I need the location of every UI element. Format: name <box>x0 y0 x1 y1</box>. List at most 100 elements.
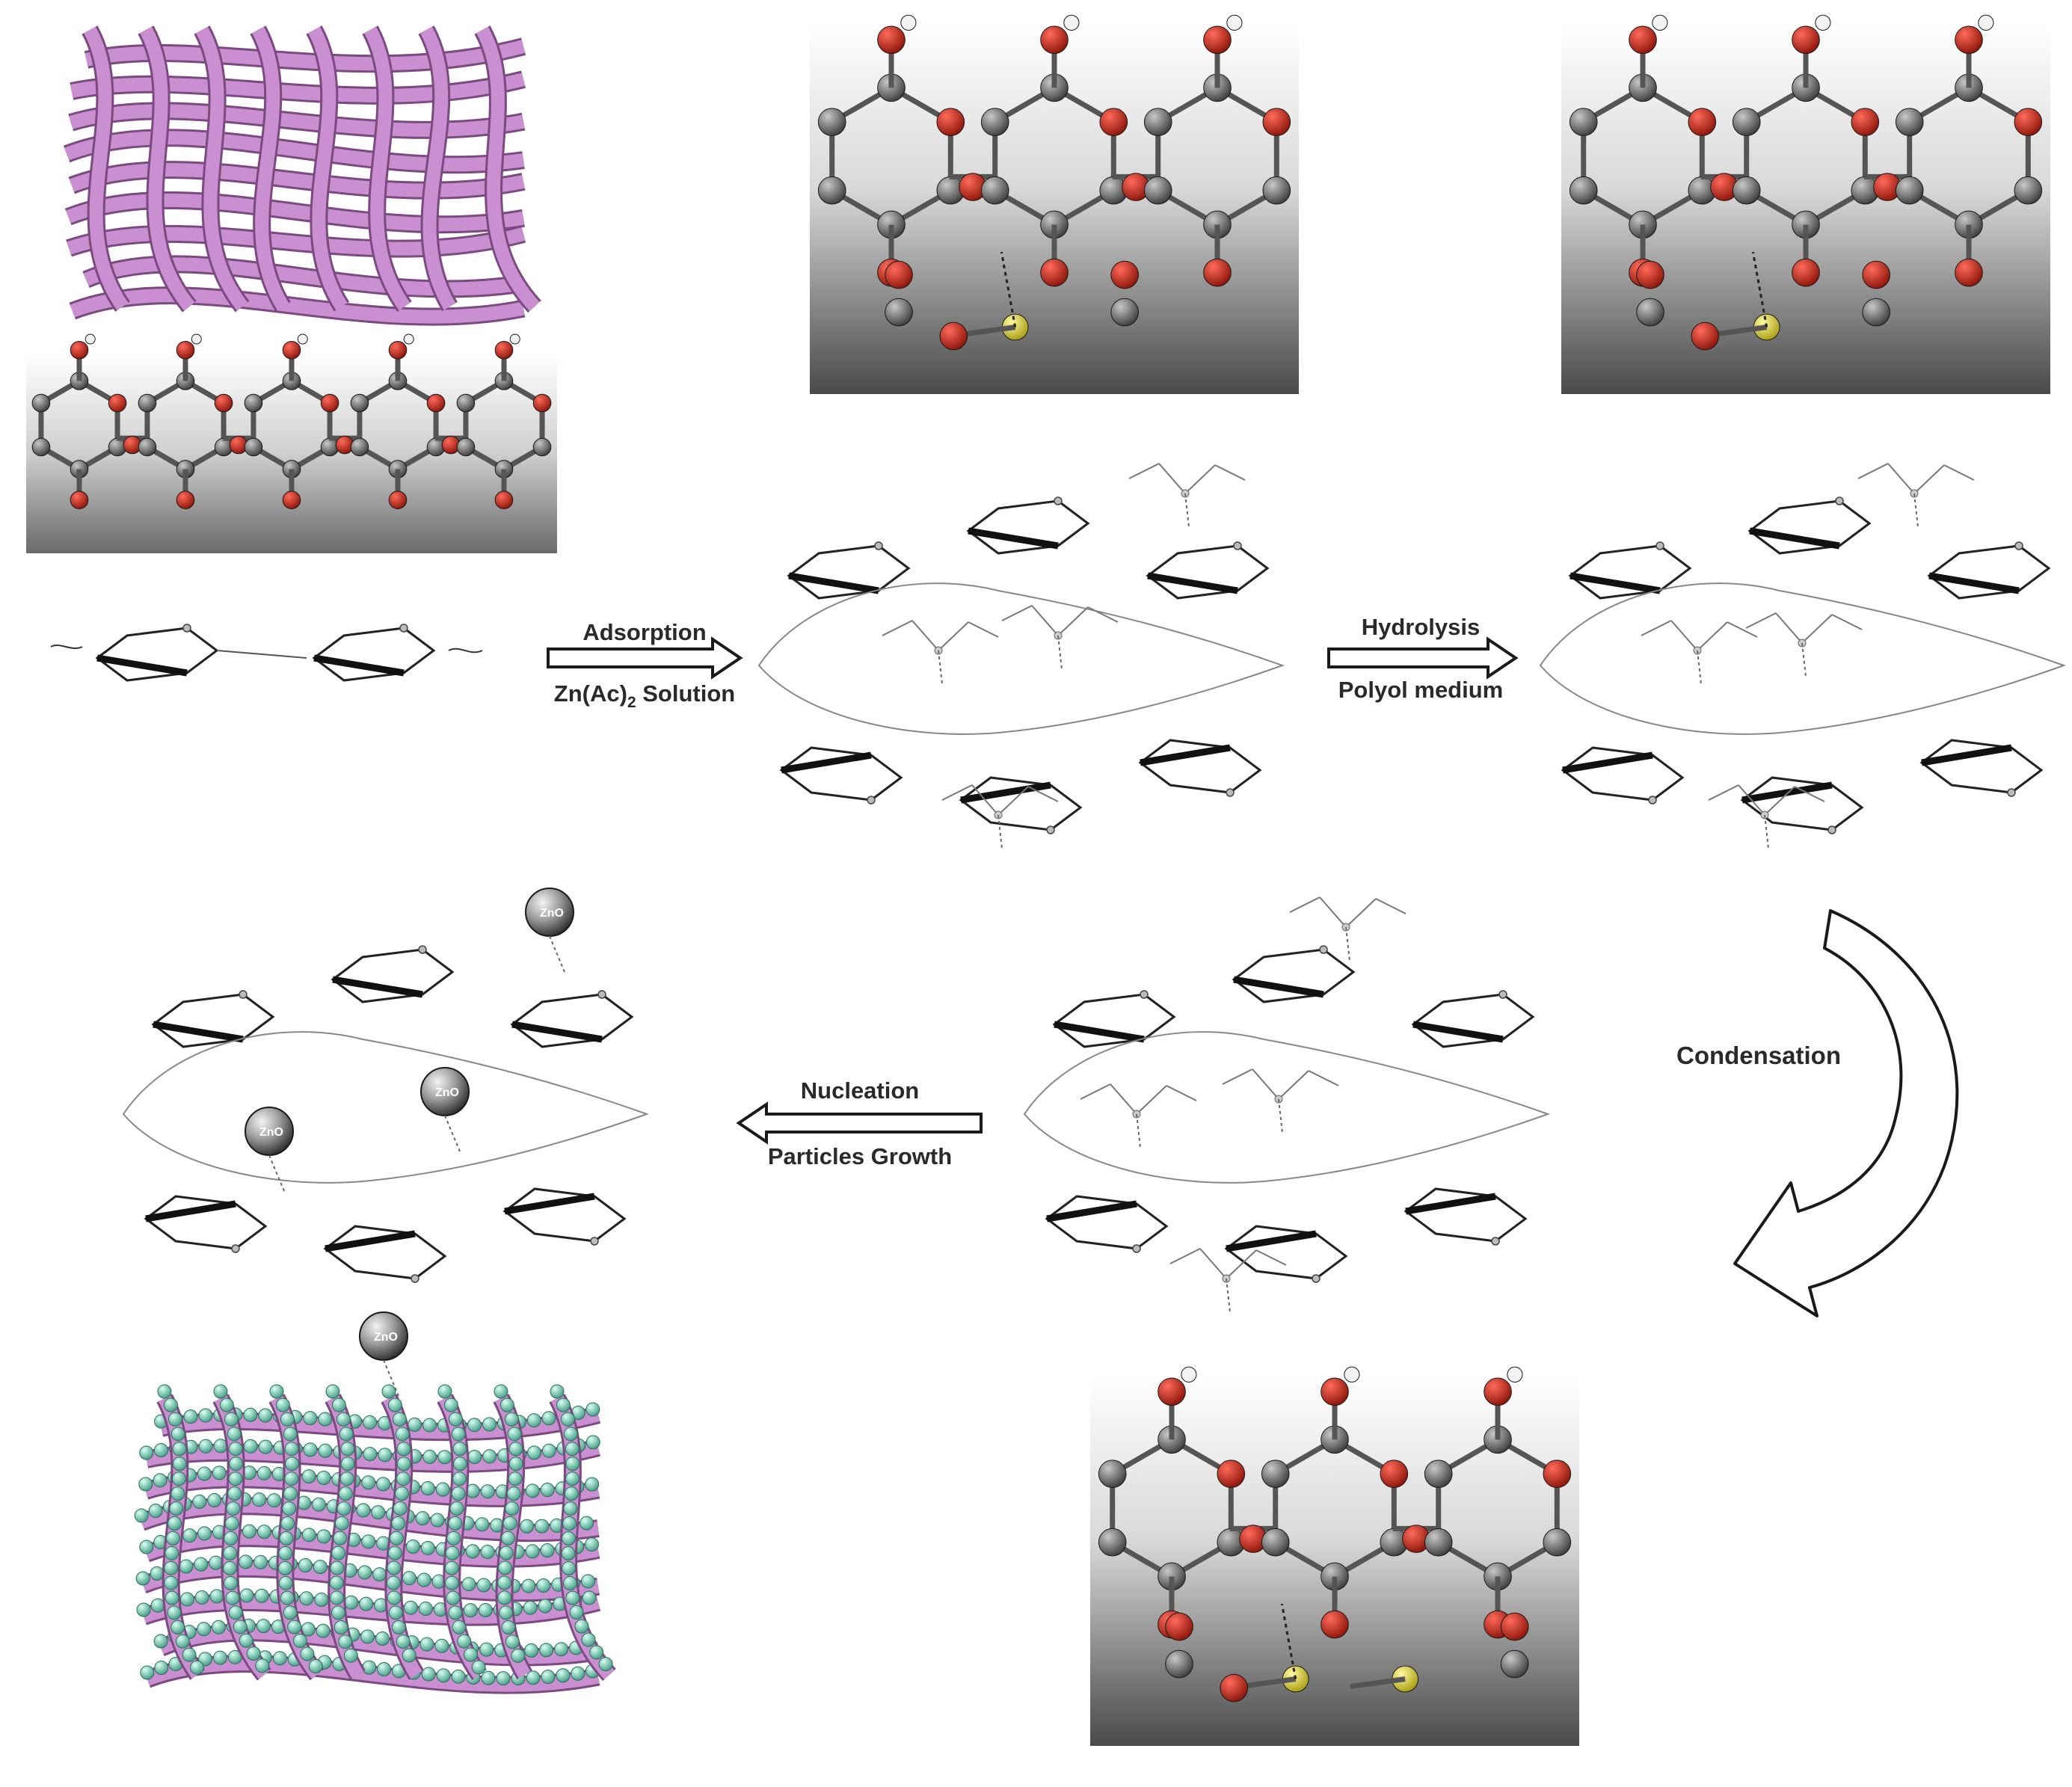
zno-bead <box>541 1411 556 1426</box>
polyol-medium-label: Polyol medium <box>1338 677 1503 703</box>
zno-bead <box>285 1457 300 1471</box>
zno-bead <box>223 1545 238 1560</box>
pyranose-ring <box>323 1225 447 1280</box>
zno-bead <box>392 1412 407 1427</box>
zno-bead <box>376 1477 391 1492</box>
zno-bead <box>556 1397 571 1412</box>
zno-bead <box>256 1465 271 1480</box>
ring-oxygen <box>1054 496 1063 505</box>
carbon-atom <box>1569 108 1598 136</box>
carbon-atom <box>138 393 157 413</box>
bond <box>959 325 1016 338</box>
zno-bead <box>538 1599 553 1614</box>
zno-bead <box>213 1384 228 1399</box>
acetate-ligand <box>1278 1070 1309 1100</box>
zno-bead <box>363 1415 378 1430</box>
zno-bead <box>536 1578 551 1593</box>
carbon-atom <box>1895 176 1924 205</box>
pyranose-ring <box>779 746 903 802</box>
ring-front-edge <box>1147 572 1238 594</box>
zno-bead <box>387 1590 402 1605</box>
zno-bead <box>481 1670 496 1685</box>
hydroxyl-oxygen <box>494 490 514 510</box>
zno-bead <box>494 1384 508 1399</box>
zno-bead <box>525 1544 540 1559</box>
fiber-strand <box>84 40 526 71</box>
zno-bead <box>451 1486 466 1501</box>
acetate-ligand <box>971 784 999 816</box>
hydrogen-bond-dash <box>1000 251 1017 327</box>
zno-bead <box>299 1591 314 1606</box>
coordination-dash <box>938 650 943 685</box>
hydroxyl-oxygen <box>70 340 89 360</box>
zno-bead <box>172 1442 187 1457</box>
zno-bead <box>194 1590 209 1605</box>
hydroxyl-oxygen <box>1203 25 1232 55</box>
zno-bead <box>569 1605 584 1620</box>
zno-bead <box>224 1575 239 1590</box>
ring-oxygen <box>1835 496 1844 505</box>
zno-bead <box>449 1501 464 1516</box>
zno-bead <box>243 1407 258 1422</box>
zno-bead <box>465 1544 480 1559</box>
hydroxyl-oxygen <box>1629 25 1657 55</box>
acetate-ligand <box>1199 1248 1227 1279</box>
zno-bead <box>499 1397 514 1412</box>
zno-bead <box>415 1511 430 1526</box>
zno-bead <box>540 1543 555 1557</box>
pyranose-ring <box>1146 544 1270 600</box>
zno-bead <box>164 1560 179 1575</box>
zno-bead <box>233 1620 248 1634</box>
zno-bead <box>461 1577 476 1592</box>
hydroxyl-oxygen <box>1040 25 1069 55</box>
zno-bead <box>316 1471 331 1486</box>
oxygen-atom <box>2014 108 2043 136</box>
zno-bead <box>287 1620 302 1634</box>
fiber-strand <box>364 26 411 311</box>
zno-bead <box>175 1634 190 1649</box>
acetate-oxygen <box>1691 322 1720 351</box>
coordination-dash <box>1136 1113 1141 1148</box>
hydroxyl-oxygen <box>176 490 195 510</box>
zno-bead <box>316 1623 331 1638</box>
ring-front-edge <box>1405 1193 1496 1215</box>
coordination-dash <box>997 814 1003 849</box>
ring-front-edge <box>1233 976 1324 998</box>
zno-bead <box>330 1560 345 1575</box>
zno-bead <box>148 1504 163 1519</box>
ring-oxygen <box>411 1274 419 1283</box>
hydroxyl-oxygen <box>1955 25 1983 55</box>
zno-bead <box>550 1384 565 1399</box>
zno-bead <box>229 1457 244 1471</box>
zno-bead <box>207 1493 222 1508</box>
oxygen-atom <box>1688 108 1717 136</box>
fiber-strand <box>69 104 525 137</box>
zno-bead <box>301 1469 316 1484</box>
ring-front-edge <box>788 572 879 594</box>
zno-bead <box>325 1384 340 1399</box>
zno-bead <box>153 1442 168 1457</box>
zno-bead <box>418 1602 433 1617</box>
zno-bead <box>448 1605 463 1620</box>
fiber-strand <box>140 26 195 311</box>
zno-bead <box>430 1513 445 1528</box>
ring-front-edge <box>781 751 872 774</box>
acetate-oxygen <box>1110 260 1139 289</box>
pyranose-ring <box>1224 1225 1348 1280</box>
zno-bead <box>212 1650 227 1665</box>
chain-continuation <box>448 648 483 653</box>
condensation-molecular-model-panel <box>1090 1366 1579 1746</box>
acetate-carbon <box>1110 298 1139 327</box>
zno-bead <box>300 1646 315 1661</box>
carbon-atom <box>31 393 51 413</box>
zno-bead <box>497 1575 512 1590</box>
ring-front-edge <box>511 1021 603 1043</box>
zno-bead <box>190 1660 205 1675</box>
acetate-ligand <box>941 784 973 801</box>
zno-bead <box>375 1631 390 1646</box>
zno-bead <box>340 1442 355 1457</box>
zno-bead <box>523 1600 538 1615</box>
acetate-ligand <box>968 621 999 638</box>
zno-bead <box>280 1412 295 1427</box>
carbon-atom <box>532 437 552 457</box>
